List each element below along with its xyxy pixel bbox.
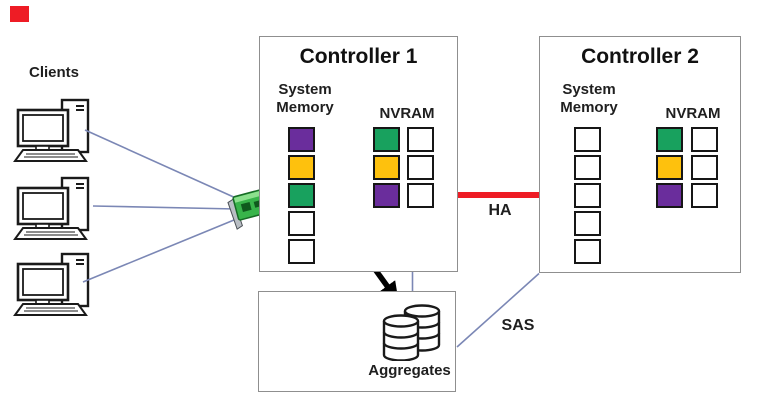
client1-connection-line xyxy=(84,129,239,200)
controller1-system-memory-label: System Memory xyxy=(276,81,334,116)
client2-connection-line xyxy=(92,205,237,210)
memory-cell-white xyxy=(288,239,315,264)
memory-cell-white xyxy=(574,155,601,180)
controller1-box: Controller 1 System Memory NVRAM xyxy=(259,36,458,272)
memory-cell-white xyxy=(407,127,434,152)
ha-link-line xyxy=(458,192,539,198)
client-computer-icon-3 xyxy=(13,252,90,317)
aggregates-box: Aggregates xyxy=(258,291,456,392)
client3-connection-line xyxy=(82,219,235,283)
controller2-box: Controller 2 System Memory NVRAM xyxy=(539,36,741,273)
controller1-nvram-label: NVRAM xyxy=(379,105,435,122)
memory-cell-white xyxy=(574,127,601,152)
memory-cell-purple xyxy=(288,127,315,152)
aggregates-label: Aggregates xyxy=(368,362,451,379)
memory-cell-white xyxy=(407,155,434,180)
controller2-system-memory-column xyxy=(574,127,601,264)
memory-cell-white xyxy=(574,211,601,236)
memory-cell-white xyxy=(407,183,434,208)
memory-cell-green xyxy=(288,183,315,208)
controller2-title: Controller 2 xyxy=(581,45,699,68)
memory-cell-green xyxy=(373,127,400,152)
ha-label: HA xyxy=(488,202,512,219)
client-computer-icon-1 xyxy=(13,98,90,163)
controller2-nvram-column-1 xyxy=(656,127,683,208)
memory-cell-gold xyxy=(373,155,400,180)
memory-cell-purple xyxy=(656,183,683,208)
memory-cell-purple xyxy=(373,183,400,208)
database-cylinders-icon xyxy=(382,304,441,361)
memory-cell-white xyxy=(691,155,718,180)
sas-label: SAS xyxy=(501,317,535,334)
memory-cell-white xyxy=(691,127,718,152)
clients-label: Clients xyxy=(28,64,79,81)
controller1-nvram-column-2 xyxy=(407,127,434,208)
controller1-nvram-column-1 xyxy=(373,127,400,208)
controller2-system-memory-label: System Memory xyxy=(560,81,618,116)
memory-cell-gold xyxy=(656,155,683,180)
client-computer-icon-2 xyxy=(13,176,90,241)
memory-cell-white xyxy=(691,183,718,208)
controller1-system-memory-column xyxy=(288,127,315,264)
memory-cell-white xyxy=(574,183,601,208)
controller2-nvram-column-2 xyxy=(691,127,718,208)
memory-cell-white xyxy=(574,239,601,264)
sas-link-line xyxy=(456,272,540,348)
memory-cell-green xyxy=(656,127,683,152)
controller2-nvram-label: NVRAM xyxy=(665,105,721,122)
memory-cell-gold xyxy=(288,155,315,180)
controller1-title: Controller 1 xyxy=(299,45,418,68)
red-accent-square xyxy=(10,6,29,22)
memory-cell-white xyxy=(288,211,315,236)
